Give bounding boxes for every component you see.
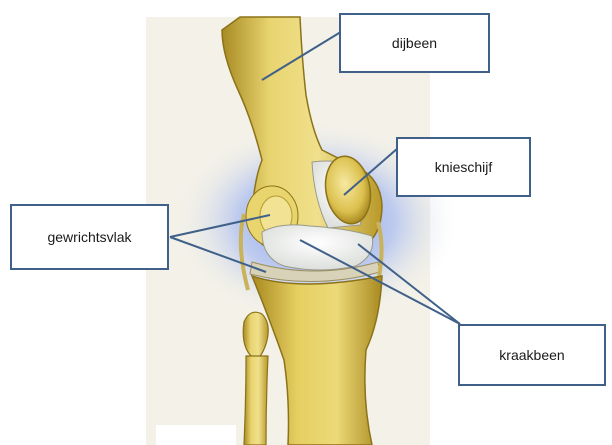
label-knieschijf: knieschijf: [396, 137, 531, 197]
label-knieschijf-text: knieschijf: [435, 159, 493, 175]
label-dijbeen: dijbeen: [339, 13, 490, 73]
fibula-bone: [244, 356, 268, 445]
label-dijbeen-text: dijbeen: [392, 35, 437, 51]
label-kraakbeen-text: kraakbeen: [499, 347, 564, 363]
image-cutout: [156, 425, 236, 445]
cartilage: [262, 225, 373, 270]
label-gewrichtsvlak: gewrichtsvlak: [10, 204, 169, 270]
label-kraakbeen: kraakbeen: [458, 324, 606, 386]
label-gewrichtsvlak-text: gewrichtsvlak: [47, 229, 131, 245]
